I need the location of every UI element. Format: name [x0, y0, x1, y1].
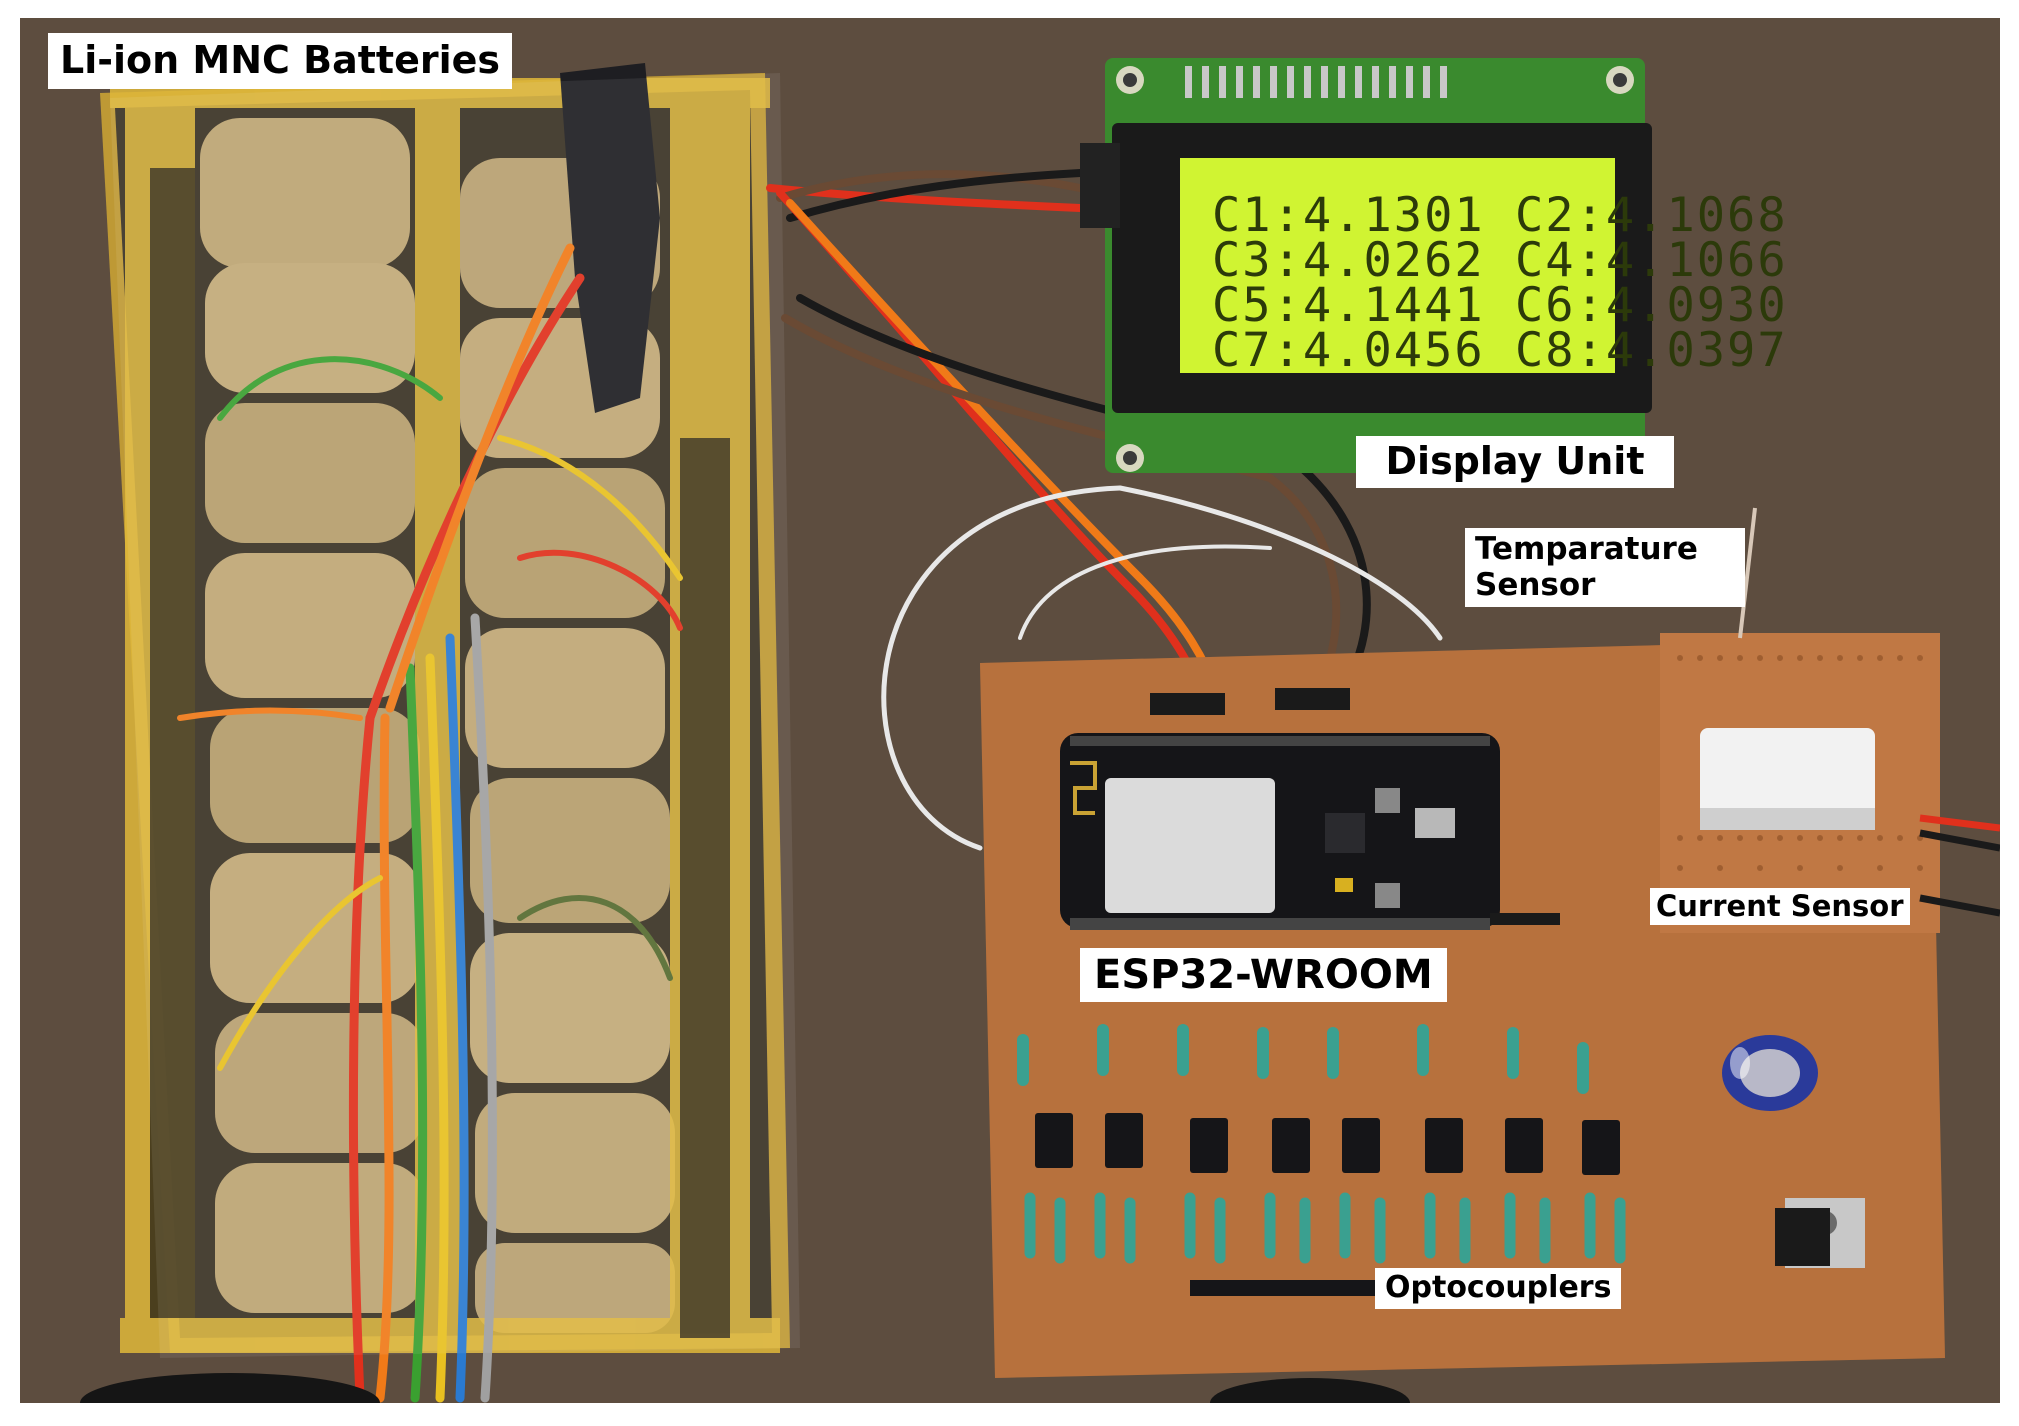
resistors-bottom — [1024, 1192, 1626, 1264]
optocouplers-label: Optocouplers — [1375, 1268, 1622, 1309]
temperature-sensor-label-line2: Sensor — [1475, 566, 1596, 603]
capacitor — [1722, 1035, 1818, 1111]
lcd-line-2: C3:4.0262 C4:4.1066 — [1212, 233, 1788, 288]
display-unit-label: Display Unit — [1356, 436, 1674, 488]
lcd-line-3: C5:4.1441 C6:4.0930 — [1212, 278, 1788, 333]
temperature-sensor-label: Temparature Sensor — [1465, 528, 1745, 608]
esp32-label: ESP32-WROOM — [1080, 948, 1447, 1002]
current-sensor-label: Current Sensor — [1650, 888, 1910, 926]
bms-prototype-scene — [20, 18, 2000, 1403]
pack-wires — [177, 243, 683, 1403]
voltage-regulator — [1775, 1198, 1865, 1268]
pin-header — [1190, 1280, 1375, 1296]
hardware-photo: C1:4.1301 C2:4.1068 C3:4.0262 C4:4.1066 … — [20, 18, 2000, 1403]
esp32-module — [1060, 733, 1560, 930]
battery-pack — [100, 63, 800, 1403]
optocouplers — [1035, 1113, 1620, 1175]
resistors-top — [1017, 1024, 1589, 1094]
batteries-label: Li-ion MNC Batteries — [48, 33, 513, 89]
temperature-sensor-label-line1: Temparature — [1475, 531, 1698, 567]
lcd-line-1: C1:4.1301 C2:4.1068 — [1212, 188, 1788, 243]
lcd-display — [1080, 58, 1652, 473]
battery-cells-right — [460, 158, 675, 1333]
lcd-line-4: C7:4.0456 C8:4.0397 — [1212, 323, 1788, 378]
